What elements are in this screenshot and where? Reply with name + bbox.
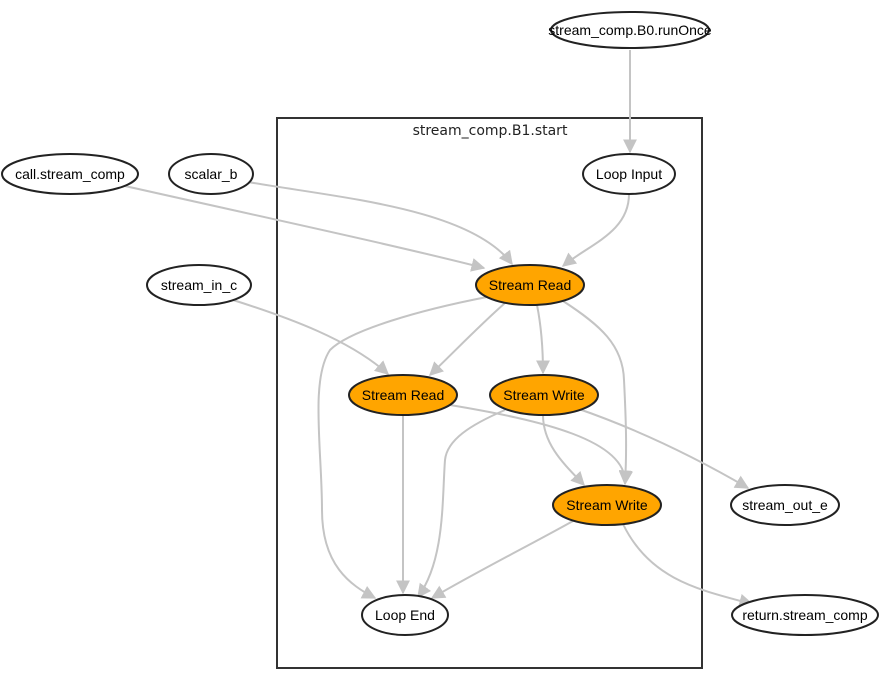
node-read1[interactable]: Stream Read [475,264,585,306]
edge-scalar_b-to-read1 [247,181,513,266]
node-label: stream_in_c [161,277,237,293]
node-shape[interactable] [550,11,710,49]
node-shape[interactable] [361,594,449,636]
edge-write2-to-loop_end [430,520,574,599]
node-label: return.stream_comp [742,607,867,623]
node-label: Stream Read [362,387,444,403]
node-call[interactable]: call.stream_comp [1,153,139,195]
node-shape[interactable] [1,153,139,195]
node-shape[interactable] [146,264,252,306]
edge-call-to-read1 [124,185,486,272]
node-return[interactable]: return.stream_comp [731,594,879,636]
node-loop-end[interactable]: Loop End [361,594,449,636]
edge-write1-to-write2 [542,414,585,487]
edge-write1-to-loop_end [417,409,506,599]
node-shape[interactable] [582,153,676,195]
node-label: Stream Read [489,277,571,293]
node-runonce[interactable]: stream_comp.B0.runOnce [548,11,712,49]
edge-write1-to-stream_out_e [575,407,750,489]
node-loop-input[interactable]: Loop Input [582,153,676,195]
node-read2[interactable]: Stream Read [348,374,458,416]
node-stream-in-c[interactable]: stream_in_c [146,264,252,306]
node-shape[interactable] [730,484,840,526]
cluster-b1: stream_comp.B1.start [276,117,703,669]
node-scalar-b[interactable]: scalar_b [168,153,254,195]
edge-read1-to-write2 [562,300,633,485]
node-shape[interactable] [489,374,599,416]
edge-write2-to-return [622,523,754,608]
edge-loop_input-to-read1 [561,193,630,267]
node-shape[interactable] [168,153,254,195]
node-label: scalar_b [185,166,238,182]
node-write2[interactable]: Stream Write [552,484,662,526]
edge-read1-to-read2 [428,302,506,376]
node-write1[interactable]: Stream Write [489,374,599,416]
edge-stream_in_c-to-read2 [232,299,390,375]
node-label: stream_comp.B0.runOnce [548,22,712,38]
edges [124,50,754,608]
node-label: stream_out_e [742,497,828,513]
edge-read1-to-write1 [535,304,550,375]
node-shape[interactable] [731,594,879,636]
cluster-box [276,117,703,669]
node-stream-out-e[interactable]: stream_out_e [730,484,840,526]
cluster-label: stream_comp.B1.start [413,123,568,139]
node-label: Stream Write [566,497,648,513]
node-label: Loop Input [596,166,662,182]
node-shape[interactable] [475,264,585,306]
edge-read2-to-write2 [449,404,633,486]
node-shape[interactable] [552,484,662,526]
node-label: call.stream_comp [15,166,125,182]
nodes: stream_comp.B0.runOnce call.stream_comp sc… [1,11,879,636]
node-label: Loop End [375,607,435,623]
node-label: Stream Write [503,387,585,403]
edge-read1-to-loop_end [317,296,488,599]
node-shape[interactable] [348,374,458,416]
